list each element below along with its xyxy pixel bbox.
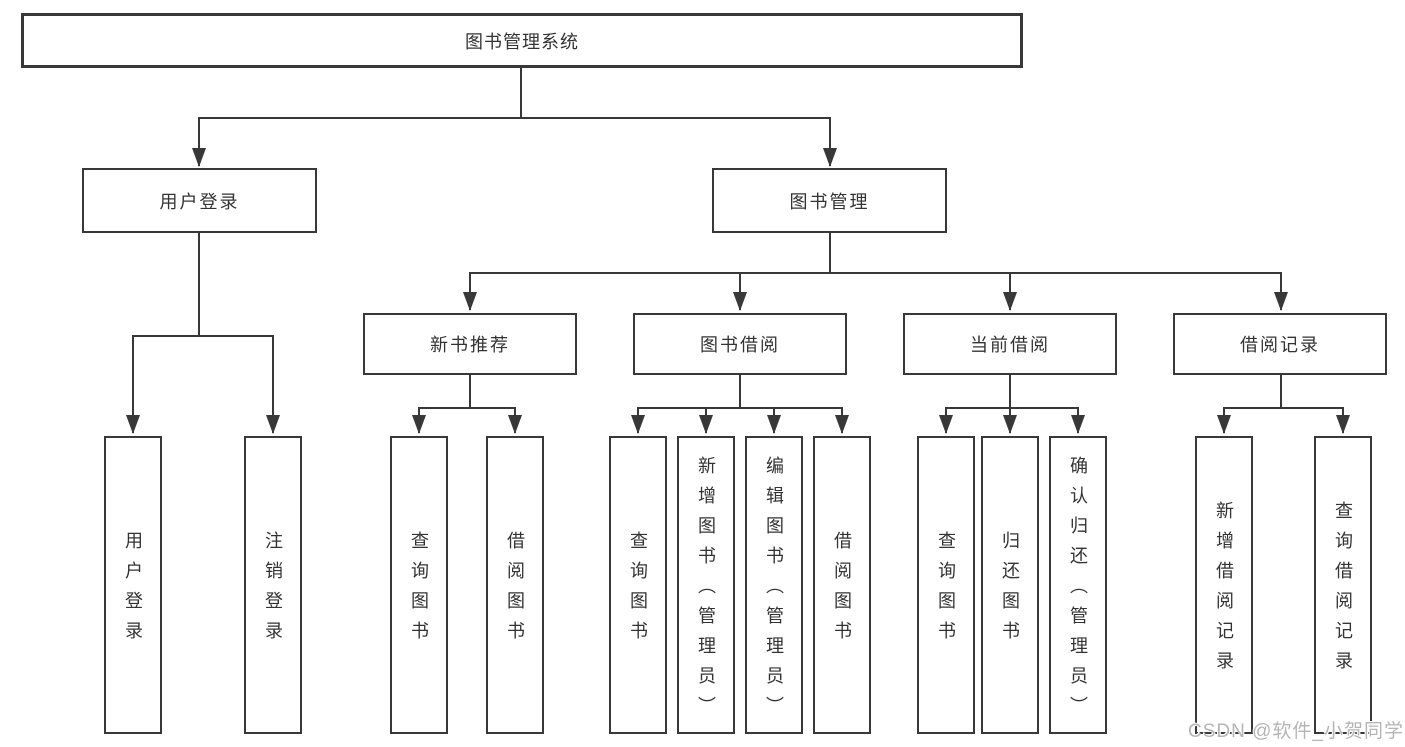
leaf-user-login: 用户登录 bbox=[104, 436, 162, 734]
leaf-label: 查询借阅记录 bbox=[1333, 501, 1353, 681]
leaf-label: 新增借阅记录 bbox=[1214, 501, 1234, 681]
node-new-book-recommend: 新书推荐 bbox=[363, 313, 577, 375]
leaf-nb-query-books: 查询图书 bbox=[390, 436, 448, 734]
leaf-logout: 注销登录 bbox=[244, 436, 302, 734]
node-label: 借阅记录 bbox=[1240, 335, 1320, 355]
node-borrow-records: 借阅记录 bbox=[1173, 313, 1387, 375]
node-label: 图书借阅 bbox=[700, 335, 780, 355]
leaf-label: 确认归还（管理员） bbox=[1068, 456, 1088, 726]
leaf-cb-query-books: 查询图书 bbox=[917, 436, 975, 734]
node-label: 图书管理 bbox=[789, 191, 870, 212]
leaf-label: 查询图书 bbox=[409, 531, 429, 651]
leaf-bb-edit-books-admin: 编辑图书（管理员） bbox=[745, 436, 803, 734]
leaf-cb-confirm-return-admin: 确认归还（管理员） bbox=[1049, 436, 1107, 734]
leaf-label: 注销登录 bbox=[263, 531, 283, 651]
watermark: CSDN @软件_小贺同学 bbox=[1188, 721, 1404, 742]
leaf-br-query-borrow-record: 查询借阅记录 bbox=[1314, 436, 1372, 734]
leaf-label: 查询图书 bbox=[628, 531, 648, 651]
node-current-borrow: 当前借阅 bbox=[903, 313, 1117, 375]
node-book-management: 图书管理 bbox=[712, 168, 947, 233]
leaf-label: 编辑图书（管理员） bbox=[764, 456, 784, 726]
leaf-cb-return-books: 归还图书 bbox=[981, 436, 1039, 734]
leaf-nb-borrow-books: 借阅图书 bbox=[486, 436, 544, 734]
leaf-bb-borrow-books: 借阅图书 bbox=[813, 436, 871, 734]
leaf-br-add-borrow-record: 新增借阅记录 bbox=[1195, 436, 1253, 734]
leaf-label: 查询图书 bbox=[936, 531, 956, 651]
node-user-login: 用户登录 bbox=[82, 168, 317, 233]
node-label: 用户登录 bbox=[159, 191, 240, 212]
leaf-label: 归还图书 bbox=[1000, 531, 1020, 651]
leaf-label: 新增图书（管理员） bbox=[696, 456, 716, 726]
node-book-borrow: 图书借阅 bbox=[633, 313, 847, 375]
leaf-label: 用户登录 bbox=[123, 531, 143, 651]
leaf-label: 借阅图书 bbox=[832, 531, 852, 651]
node-label: 当前借阅 bbox=[970, 335, 1050, 355]
leaf-bb-add-books-admin: 新增图书（管理员） bbox=[677, 436, 735, 734]
leaf-bb-query-books: 查询图书 bbox=[609, 436, 667, 734]
leaf-label: 借阅图书 bbox=[505, 531, 525, 651]
node-label: 图书管理系统 bbox=[465, 31, 579, 52]
node-library-management-system: 图书管理系统 bbox=[21, 13, 1023, 68]
node-label: 新书推荐 bbox=[430, 335, 510, 355]
